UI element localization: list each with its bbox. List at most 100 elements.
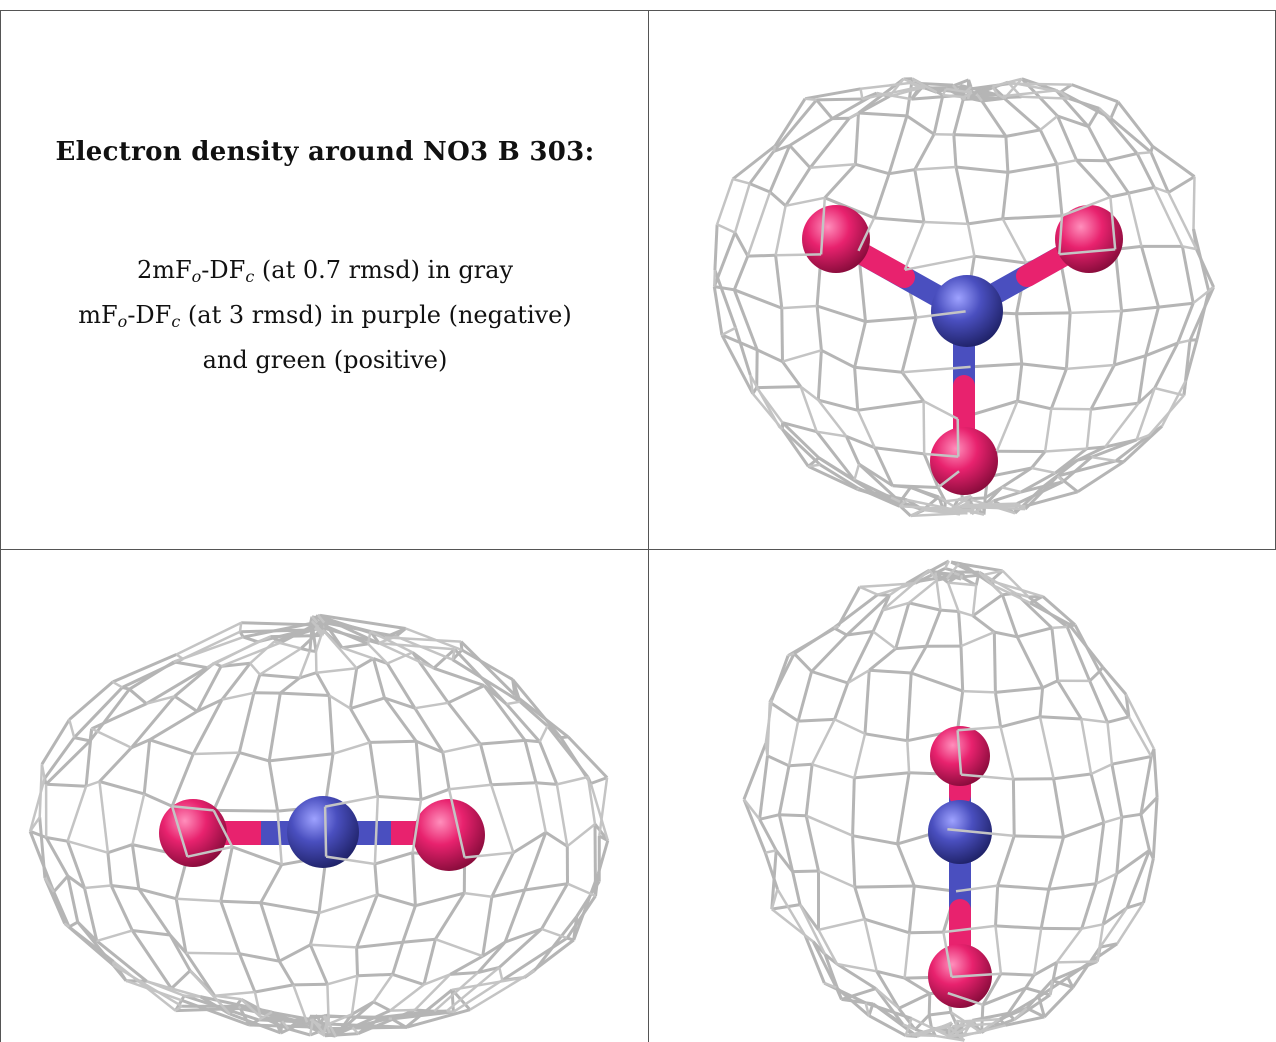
mesh-segment — [1137, 355, 1148, 404]
mesh-segment — [481, 896, 494, 957]
mesh-segment — [66, 874, 86, 890]
mesh-segment — [1007, 162, 1058, 174]
mesh-segment — [857, 217, 876, 252]
mesh-segment — [52, 875, 69, 893]
mesh-segment — [142, 739, 152, 795]
mesh-segment — [1013, 777, 1054, 781]
mesh-segment — [1167, 175, 1196, 194]
mesh-segment — [405, 988, 454, 1029]
mesh-segment — [544, 831, 569, 848]
mesh-segment — [278, 960, 295, 986]
mesh-segment — [184, 952, 216, 997]
mesh-segment — [229, 1012, 282, 1035]
mesh-segment — [1015, 636, 1044, 689]
mesh-segment — [954, 166, 970, 225]
mesh-segment — [914, 165, 957, 171]
mesh-segment — [85, 780, 100, 788]
mesh-segment — [868, 647, 897, 672]
mesh-segment — [1050, 627, 1060, 681]
mesh-segment — [808, 463, 821, 468]
mesh-segment — [1106, 722, 1114, 765]
mesh-segment — [420, 787, 450, 802]
top-border — [0, 10, 1276, 11]
mesh-segment — [731, 144, 777, 181]
mesh-segment — [882, 601, 910, 612]
mesh-segment — [411, 799, 423, 853]
mesh-segment — [477, 965, 500, 974]
mesh-segment — [1180, 246, 1195, 304]
mesh-segment — [1056, 960, 1098, 964]
mesh-segment — [872, 173, 891, 219]
mesh-segment — [237, 1005, 242, 1010]
mesh-segment — [845, 435, 876, 450]
mesh-segment — [927, 993, 932, 1016]
mesh-segment — [219, 846, 234, 902]
mesh-segment — [974, 254, 1027, 265]
mesh-segment — [816, 97, 863, 102]
mesh-segment — [906, 740, 911, 773]
mesh-segment — [865, 316, 917, 324]
mesh-segment — [451, 976, 525, 992]
mesh-segment — [461, 648, 514, 681]
mesh-segment — [742, 798, 767, 854]
mesh-segment — [392, 972, 425, 987]
mesh-segment — [888, 582, 908, 597]
mesh-segment — [221, 691, 255, 701]
mesh-segment — [1140, 245, 1160, 308]
mesh-segment — [1053, 772, 1092, 781]
mesh-segment — [952, 96, 966, 135]
mesh-segment — [324, 795, 379, 808]
mesh-segment — [237, 692, 256, 753]
mesh-segment — [66, 875, 80, 923]
mesh-segment — [903, 77, 926, 90]
mesh-segment — [715, 178, 734, 225]
mesh-segment — [758, 755, 769, 820]
mesh-segment — [1151, 144, 1196, 178]
mesh-segment — [857, 399, 924, 412]
mesh-segment — [854, 884, 915, 889]
mesh-segment — [555, 784, 569, 847]
mesh-segment — [952, 1022, 995, 1028]
mesh-segment — [859, 585, 879, 596]
mesh-segment — [765, 849, 777, 854]
mesh-segment — [1089, 773, 1106, 823]
mesh-segment — [858, 111, 907, 118]
mesh-segment — [231, 845, 283, 867]
mesh-segment — [1059, 248, 1116, 256]
mesh-segment — [1098, 107, 1112, 120]
mesh-segment — [308, 1018, 315, 1036]
mesh-segment — [995, 400, 1019, 452]
mesh-segment — [851, 777, 856, 836]
mesh-segment — [953, 571, 960, 577]
mesh-segment — [450, 989, 455, 1012]
mesh-segment — [776, 888, 807, 937]
mesh-segment — [833, 625, 839, 629]
mesh-segment — [413, 707, 445, 754]
mesh-segment — [772, 145, 777, 152]
mesh-segment — [249, 662, 261, 676]
mesh-segment — [957, 498, 970, 504]
mesh-segment — [1111, 755, 1152, 766]
mesh-segment — [947, 991, 984, 1006]
mesh-segment — [1091, 455, 1116, 463]
mesh-segment — [1182, 245, 1197, 251]
mesh-segment — [766, 702, 772, 756]
mesh-segment — [1009, 82, 1072, 86]
mesh-segment — [1052, 778, 1065, 838]
electron-density-mesh-front — [28, 614, 609, 1037]
mesh-segment — [414, 701, 449, 710]
mesh-segment — [98, 781, 110, 853]
mesh-segment — [452, 979, 503, 1013]
mesh-segment — [137, 888, 172, 936]
mesh-segment — [73, 736, 91, 743]
mesh-segment — [259, 1015, 289, 1031]
line1-sub-c: c — [245, 267, 255, 286]
mesh-segment — [490, 784, 515, 853]
mesh-segment — [1071, 946, 1102, 989]
mesh-segment — [293, 982, 328, 987]
mesh-segment — [817, 929, 839, 965]
mesh-segment — [713, 224, 719, 271]
mesh-segment — [575, 880, 601, 918]
mesh-segment — [326, 984, 330, 1024]
mesh-segment — [372, 1000, 391, 1012]
